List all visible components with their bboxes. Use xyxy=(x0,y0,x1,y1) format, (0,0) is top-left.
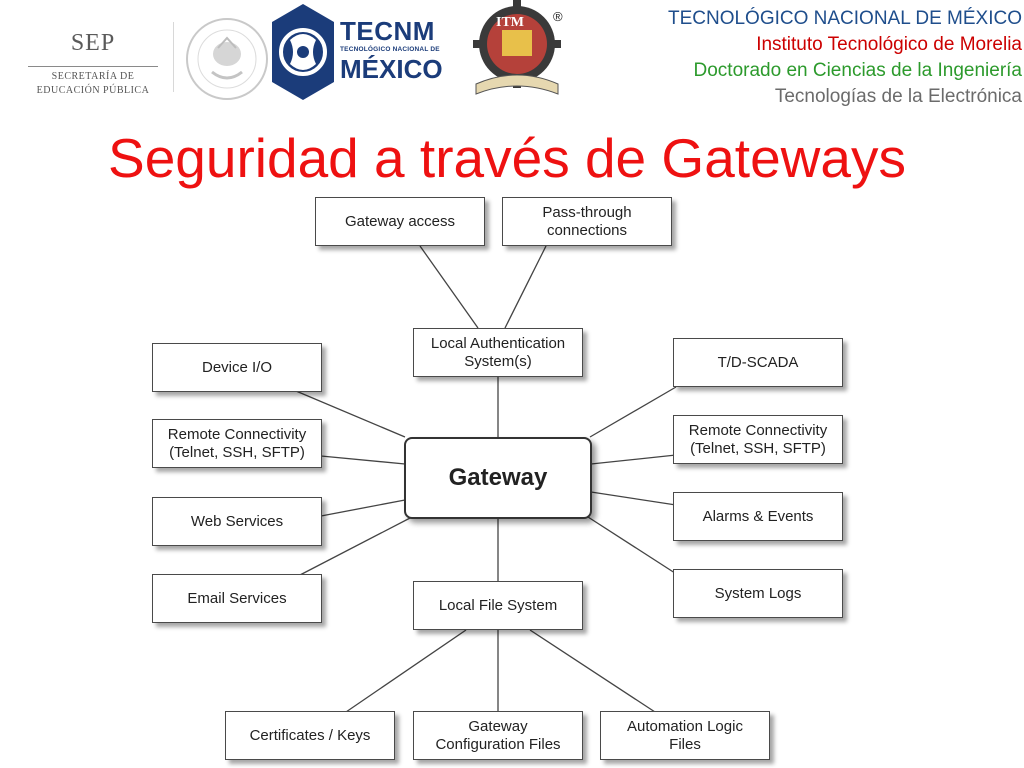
sep-logo: SEP SECRETARÍA DE EDUCACIÓN PÚBLICA xyxy=(18,14,168,102)
tecnm-country: MÉXICO xyxy=(340,54,443,84)
node-automation-logic: Automation Logic Files xyxy=(600,711,770,760)
sep-logo-line1: SECRETARÍA DE xyxy=(51,71,135,82)
node-td-scada: T/D-SCADA xyxy=(673,338,843,387)
slide-title: Seguridad a través de Gateways xyxy=(108,127,906,189)
tecnm-emblem-icon xyxy=(272,4,334,100)
node-gateway-center: Gateway xyxy=(404,437,592,519)
sep-logo-line2: EDUCACIÓN PÚBLICA xyxy=(36,85,150,96)
node-gateway-config: Gateway Configuration Files xyxy=(413,711,583,760)
institution-lines: TECNOLÓGICO NACIONAL DE MÉXICO Instituto… xyxy=(668,6,1022,110)
connector-deviceio-gateway xyxy=(295,390,406,438)
connector-remote-right-gateway xyxy=(590,454,677,465)
institution-line-3: Doctorado en Ciencias de la Ingeniería xyxy=(693,60,1022,81)
connector-remote-left-gateway xyxy=(320,455,406,465)
tecnm-name: TECNM xyxy=(340,16,435,46)
itm-logo-text: ITM xyxy=(496,15,524,30)
connector-access-auth xyxy=(419,245,479,329)
node-gateway-access: Gateway access xyxy=(315,197,485,246)
tecnm-subtitle: TECNOLÓGICO NACIONAL DE xyxy=(340,46,440,53)
node-remote-right: Remote Connectivity (Telnet, SSH, SFTP) xyxy=(673,415,843,464)
institution-line-1: TECNOLÓGICO NACIONAL DE MÉXICO xyxy=(667,8,1022,29)
node-email-services: Email Services xyxy=(152,574,322,623)
node-pass-through: Pass-through connections xyxy=(502,197,672,246)
itm-logo: ITM xyxy=(462,0,572,100)
connector-fs-certificates xyxy=(345,629,467,713)
registered-mark: ® xyxy=(553,9,563,24)
logo-divider xyxy=(173,22,174,92)
tecnm-logo: TECNM TECNOLÓGICO NACIONAL DE MÉXICO xyxy=(268,2,456,102)
node-remote-left: Remote Connectivity (Telnet, SSH, SFTP) xyxy=(152,419,322,468)
sep-logo-name: SEP xyxy=(70,30,116,56)
node-certificates: Certificates / Keys xyxy=(225,711,395,760)
connector-fs-automation xyxy=(529,629,656,713)
connector-passthrough-auth xyxy=(504,245,547,329)
node-web-services: Web Services xyxy=(152,497,322,546)
institution-line-4: Tecnologías de la Electrónica xyxy=(774,86,1022,107)
node-device-io: Device I/O xyxy=(152,343,322,392)
sep-logo-rule xyxy=(28,66,158,67)
connector-email-gateway xyxy=(299,516,413,576)
node-local-auth: Local Authentication System(s) xyxy=(413,328,583,377)
mexico-seal-logo xyxy=(182,14,272,104)
institution-line-2: Instituto Tecnológico de Morelia xyxy=(756,34,1022,55)
node-alarms-events: Alarms & Events xyxy=(673,492,843,541)
node-local-file-system: Local File System xyxy=(413,581,583,630)
connector-alarms-gateway xyxy=(590,491,677,506)
connector-scada-gateway xyxy=(589,386,677,438)
node-system-logs: System Logs xyxy=(673,569,843,618)
connector-logs-gateway xyxy=(587,516,679,576)
connector-web-gateway xyxy=(320,499,406,517)
